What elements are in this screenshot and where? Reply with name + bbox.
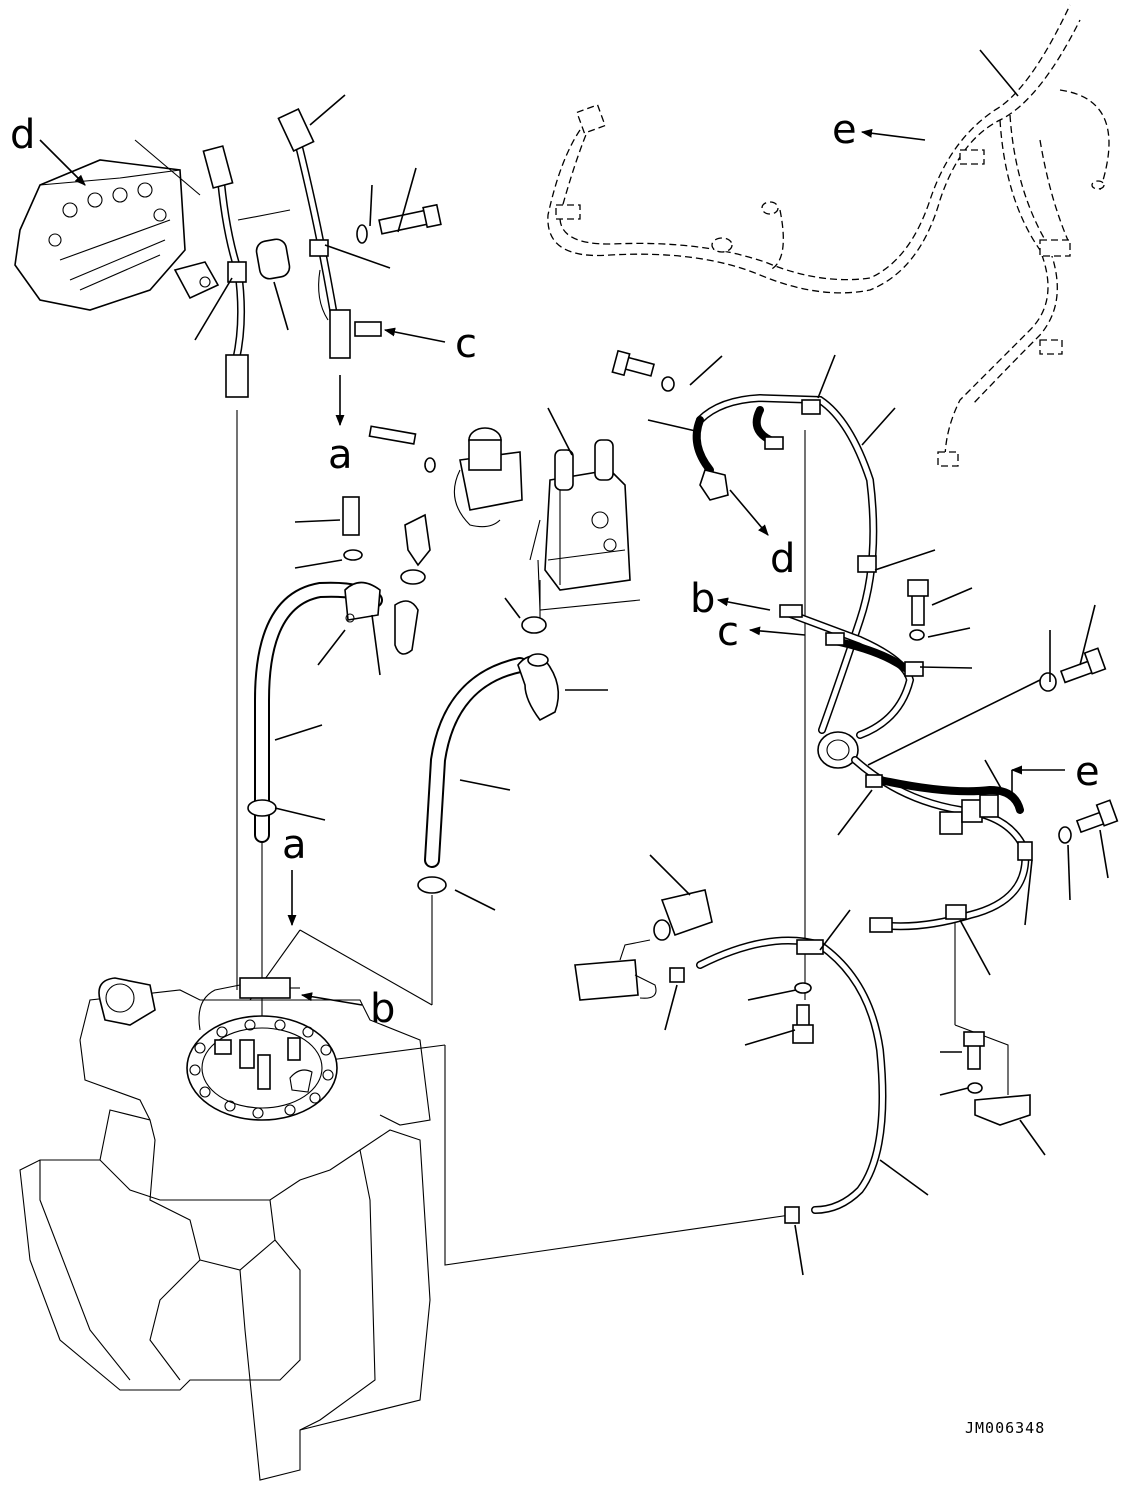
main-harness-dashed	[547, 4, 1110, 467]
callout-c2: c	[717, 609, 739, 655]
middle-hose	[417, 653, 608, 911]
callout-e1: e	[832, 107, 857, 153]
control-valve-block	[14, 139, 220, 311]
callout-b1: b	[690, 576, 715, 622]
drawing-code: JM006348	[965, 1419, 1045, 1437]
callout-a2: a	[282, 822, 307, 868]
callout-arrows	[39, 128, 1065, 1006]
callout-d2: d	[770, 536, 795, 582]
callout-e2: e	[1075, 749, 1100, 795]
left-hose	[247, 496, 419, 843]
callout-a1: a	[328, 432, 353, 478]
callout-b2: b	[370, 986, 395, 1032]
right-harness	[647, 354, 1041, 976]
fasteners	[611, 349, 1119, 1156]
solenoid-valve-assembly	[368, 407, 641, 634]
hydraulic-tank	[19, 977, 431, 1481]
callout-labels: d e c a d b c e a b JM006348	[10, 107, 1100, 1437]
pressure-switch-harness	[574, 854, 929, 1276]
callout-c1: c	[455, 321, 477, 367]
top-left-harness	[194, 94, 442, 398]
callout-d1: d	[10, 112, 35, 158]
